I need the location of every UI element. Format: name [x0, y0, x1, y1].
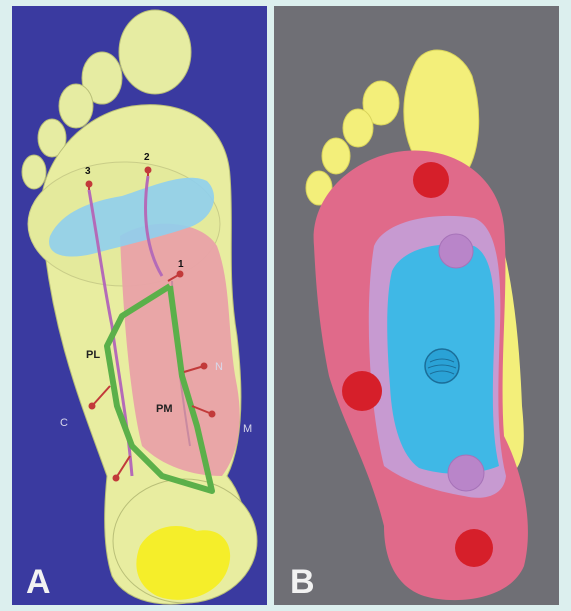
panel-b-red-dot-heel: [455, 529, 493, 567]
panel-a: 3 2 1 PL PM N M C A: [12, 6, 267, 605]
label-toe-3: 3: [85, 166, 91, 177]
panel-b-lavender-dot-bottom: [448, 455, 484, 491]
panel-a-letter: A: [26, 563, 51, 602]
label-toe-2: 2: [144, 152, 150, 163]
label-m: M: [243, 424, 252, 435]
panel-b-red-dot-lateral: [342, 371, 382, 411]
panel-b-letter: B: [290, 563, 315, 602]
panel-b: B: [274, 6, 559, 605]
panel-a-illustration: [12, 6, 267, 605]
label-pm: PM: [156, 404, 173, 415]
panel-b-blue-dot: [425, 349, 459, 383]
panel-b-lavender-dot-top: [439, 234, 473, 268]
panel-b-red-dot-toe: [413, 162, 449, 198]
panel-b-illustration: [274, 6, 559, 605]
label-branch-1: 1: [178, 259, 184, 270]
label-n: N: [215, 362, 223, 373]
label-pl: PL: [86, 350, 100, 361]
label-c: C: [60, 418, 68, 429]
